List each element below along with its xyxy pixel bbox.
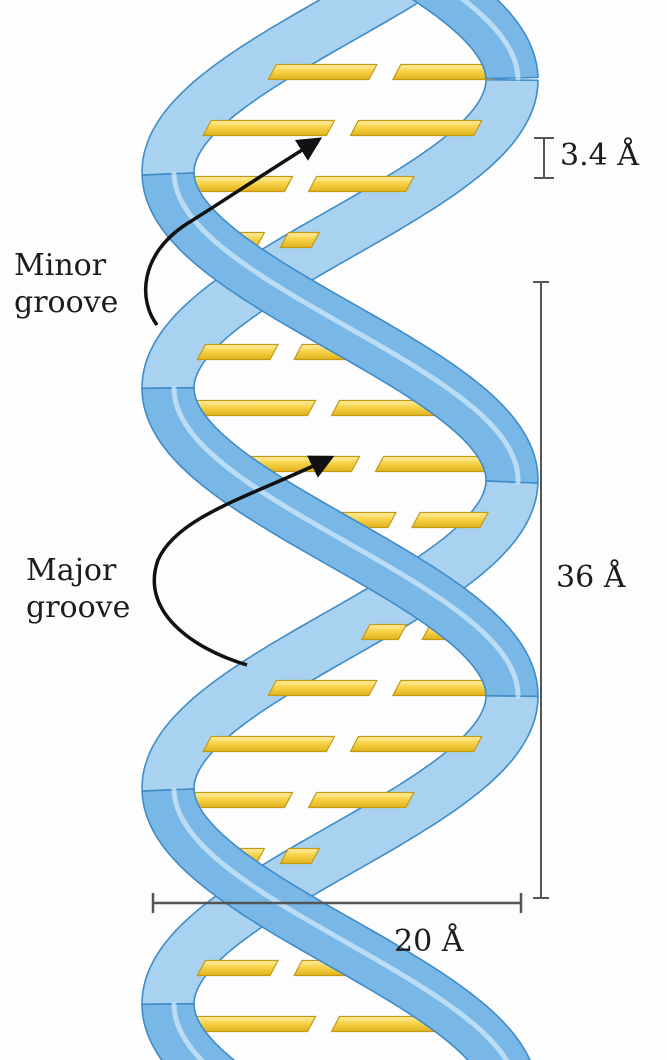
backbone-strand-2-segment-0 [142, 0, 435, 175]
base-14-left [190, 1017, 316, 1032]
base-1-left [203, 121, 334, 136]
base-8-left [362, 625, 406, 640]
rise-per-base-label: 3.4 Å [560, 138, 639, 175]
base-2-right [309, 177, 414, 192]
helical-pitch-label: 36 Å [556, 560, 625, 597]
helix-diameter-label: 20 Å [394, 924, 463, 961]
base-4-left [197, 345, 278, 360]
base-1-right [350, 121, 481, 136]
major-groove-label-line1: Major [26, 553, 130, 590]
minor-groove-label-line2: groove [14, 285, 118, 322]
base-11-left [187, 793, 292, 808]
base-13-left [197, 961, 278, 976]
base-0-left [268, 65, 377, 80]
minor-groove-label-line1: Minor [14, 248, 118, 285]
base-9-left [268, 681, 377, 696]
base-10-right [350, 737, 481, 752]
pitch-dimension-line [533, 282, 549, 898]
rise-dimension-bracket [534, 138, 554, 178]
base-10-left [203, 737, 334, 752]
base-11-right [309, 793, 414, 808]
base-5-left [190, 401, 316, 416]
major-groove-label: Major groove [26, 553, 130, 626]
major-groove-label-line2: groove [26, 590, 130, 627]
minor-groove-label: Minor groove [14, 248, 118, 321]
base-7-right [412, 513, 488, 528]
